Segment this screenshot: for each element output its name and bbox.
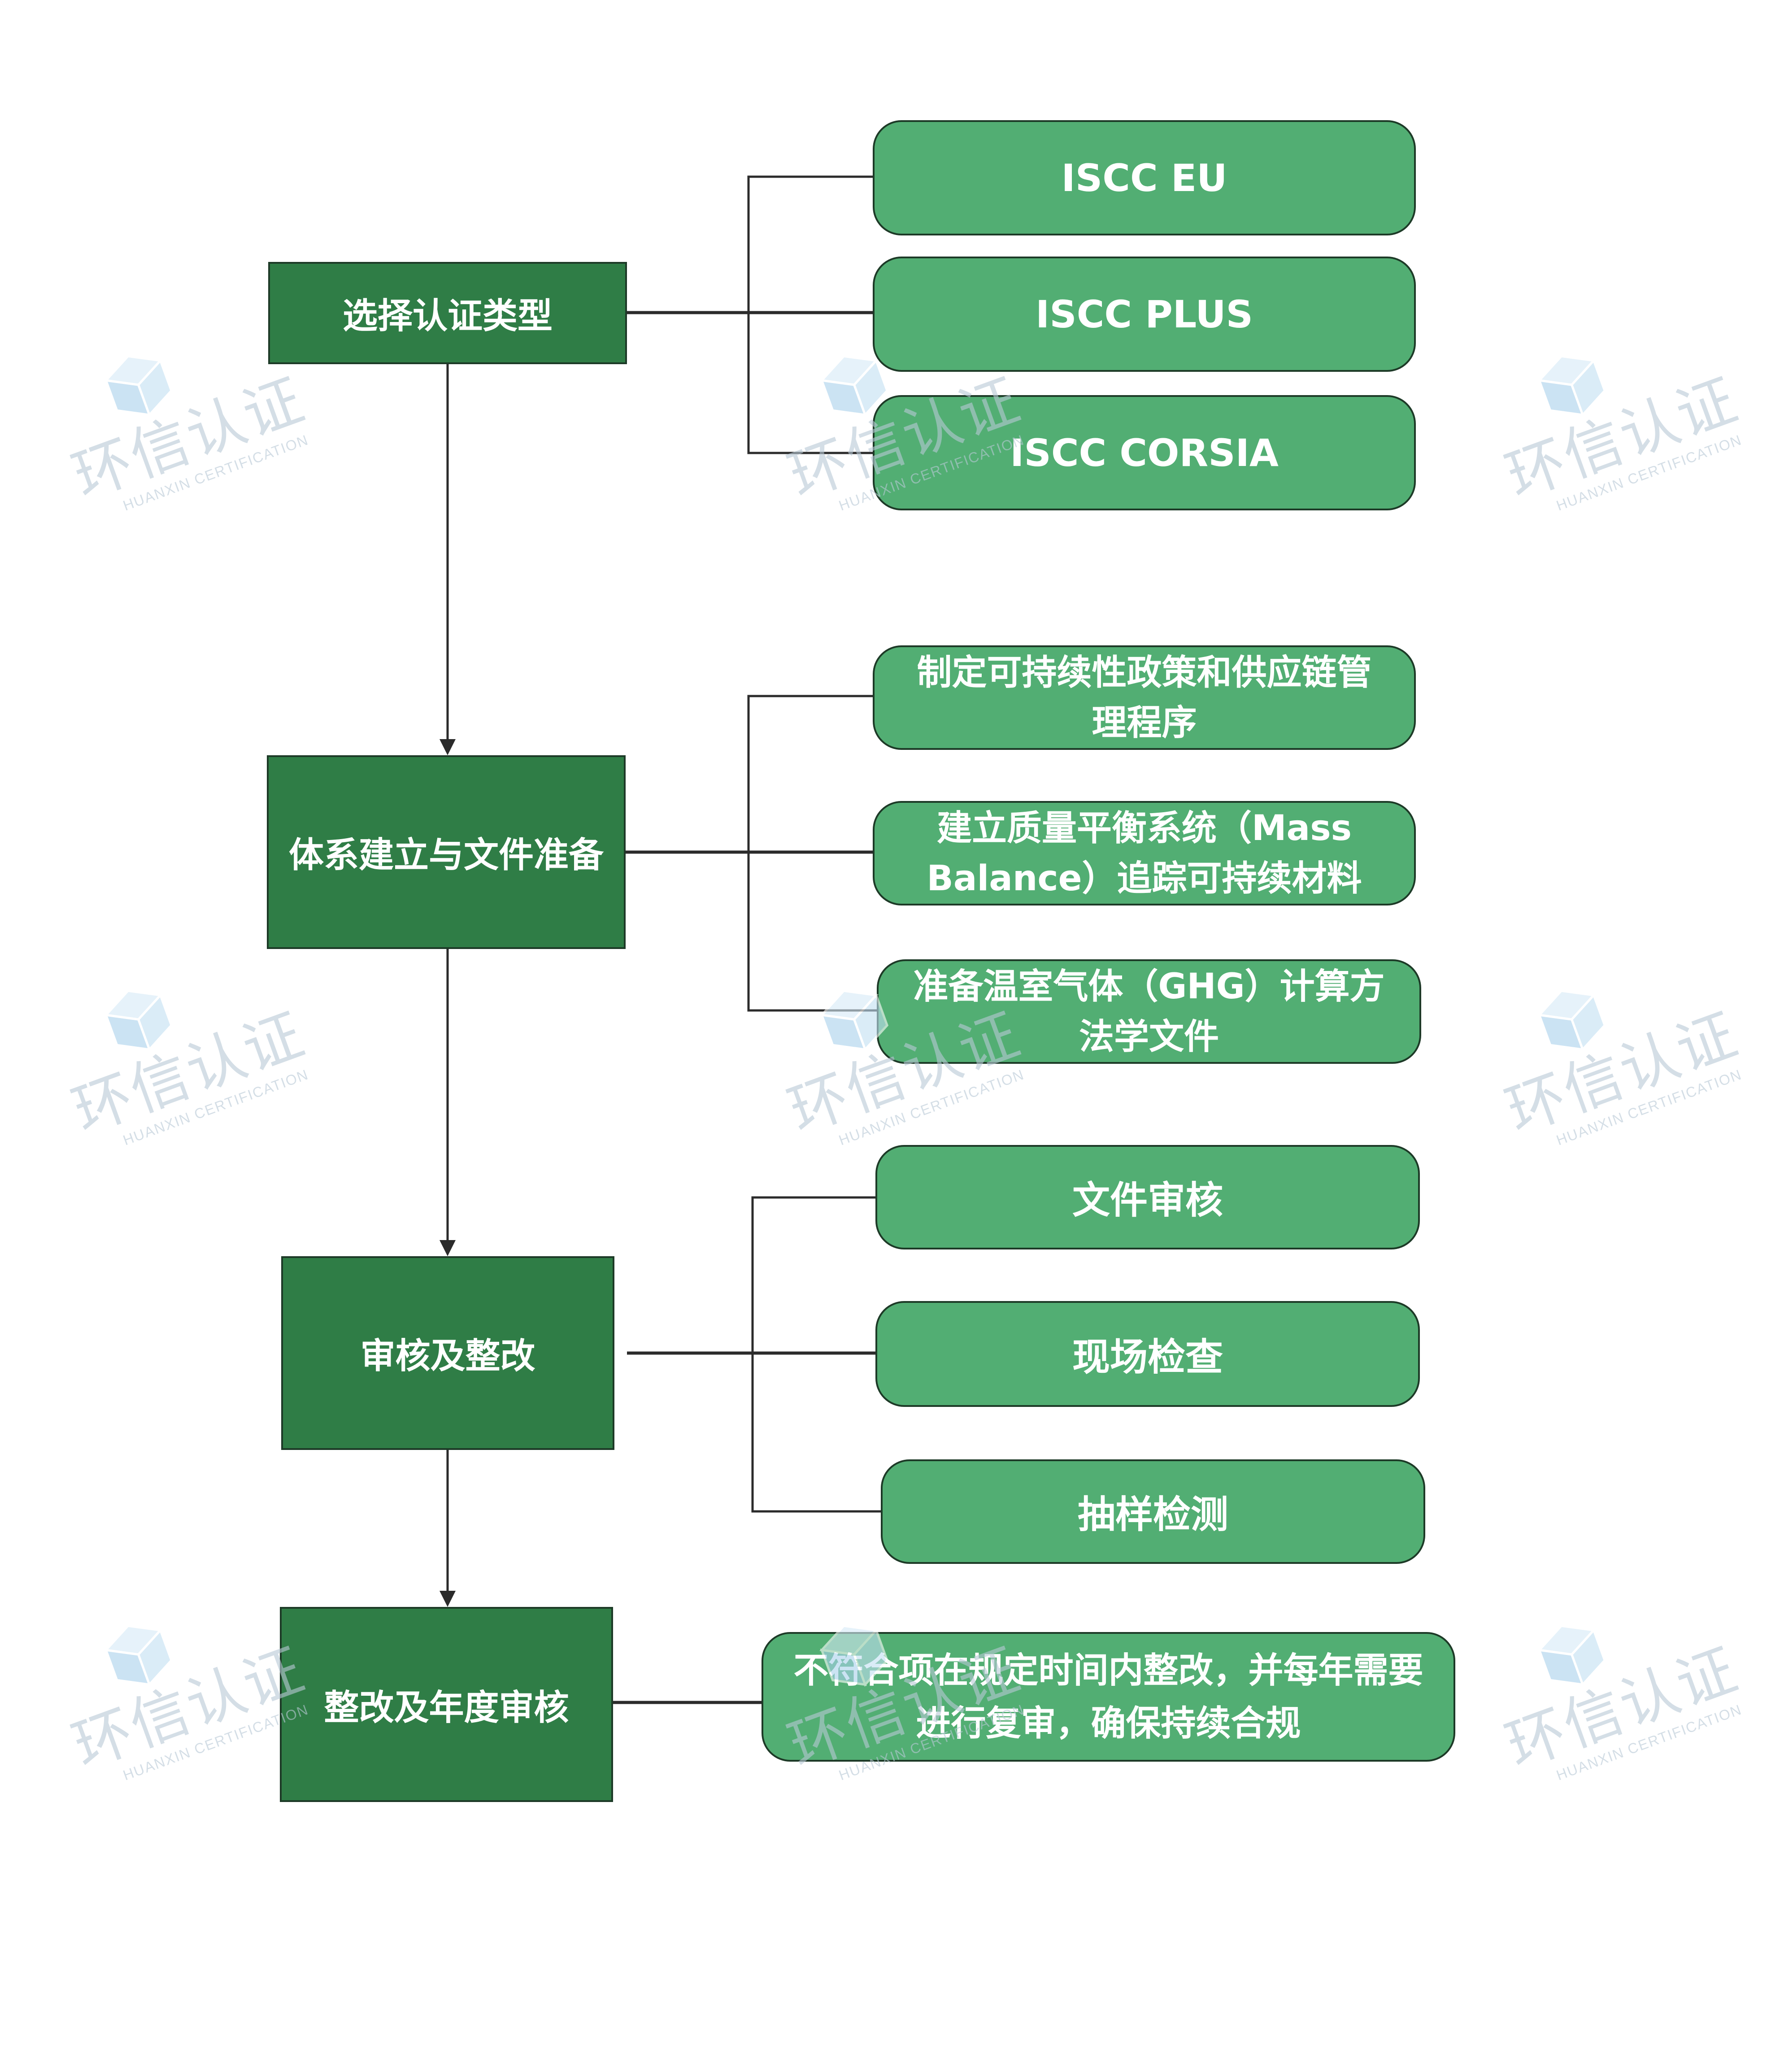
detail-iscc-eu: ISCC EU bbox=[873, 120, 1416, 235]
connector-step3-bracket bbox=[751, 1196, 881, 1513]
detail-sampling-test: 抽样检测 bbox=[881, 1459, 1425, 1564]
detail-line: ISCC EU bbox=[1061, 156, 1227, 200]
detail-annual-review: 不符合项在规定时间内整改，并每年需要 进行复审，确保持续合规 bbox=[762, 1632, 1455, 1762]
detail-line: 理程序 bbox=[1092, 702, 1197, 743]
flow-arrow-1-head bbox=[440, 739, 456, 755]
step-system-setup-and-documents: 体系建立与文件准备 bbox=[267, 755, 626, 949]
detail-line: 制定可持续性政策和供应链管 bbox=[917, 652, 1372, 693]
detail-ghg-methodology: 准备温室气体（GHG）计算方 法学文件 bbox=[877, 959, 1421, 1064]
step-select-certification-type: 选择认证类型 bbox=[268, 262, 627, 364]
detail-iscc-corsia: ISCC CORSIA bbox=[873, 395, 1416, 510]
detail-line: Balance）追踪可持续材料 bbox=[927, 858, 1362, 899]
detail-line: ISCC CORSIA bbox=[1010, 431, 1279, 475]
flow-arrow-3-head bbox=[440, 1591, 456, 1607]
step-audit-and-rectification: 审核及整改 bbox=[281, 1256, 614, 1450]
detail-line: 进行复审，确保持续合规 bbox=[916, 1703, 1301, 1744]
detail-line: 现场检查 bbox=[1072, 1335, 1223, 1379]
detail-onsite-inspection: 现场检查 bbox=[875, 1301, 1420, 1407]
step-rectification-and-annual-audit: 整改及年度审核 bbox=[280, 1607, 613, 1802]
detail-line: 文件审核 bbox=[1072, 1178, 1223, 1222]
detail-line: ISCC PLUS bbox=[1035, 292, 1253, 336]
detail-document-review: 文件审核 bbox=[875, 1145, 1420, 1249]
step-label: 整改及年度审核 bbox=[324, 1687, 569, 1728]
detail-mass-balance: 建立质量平衡系统（Mass Balance）追踪可持续材料 bbox=[873, 801, 1416, 905]
detail-iscc-plus: ISCC PLUS bbox=[873, 257, 1416, 372]
detail-line: 法学文件 bbox=[1079, 1016, 1219, 1057]
step-label: 选择认证类型 bbox=[342, 296, 553, 336]
connector-step2-bracket bbox=[747, 695, 877, 1012]
flow-arrow-2-head bbox=[440, 1240, 456, 1256]
step-label: 审核及整改 bbox=[360, 1336, 535, 1376]
detail-sustainability-policy: 制定可持续性政策和供应链管 理程序 bbox=[873, 645, 1416, 750]
detail-line: 准备温室气体（GHG）计算方 bbox=[913, 966, 1385, 1007]
step-label: 体系建立与文件准备 bbox=[288, 835, 604, 875]
connector-step1-bracket bbox=[747, 175, 873, 454]
detail-line: 建立质量平衡系统（Mass bbox=[936, 808, 1352, 849]
detail-line: 抽样检测 bbox=[1077, 1493, 1228, 1537]
detail-line: 不符合项在规定时间内整改，并每年需要 bbox=[793, 1650, 1423, 1691]
